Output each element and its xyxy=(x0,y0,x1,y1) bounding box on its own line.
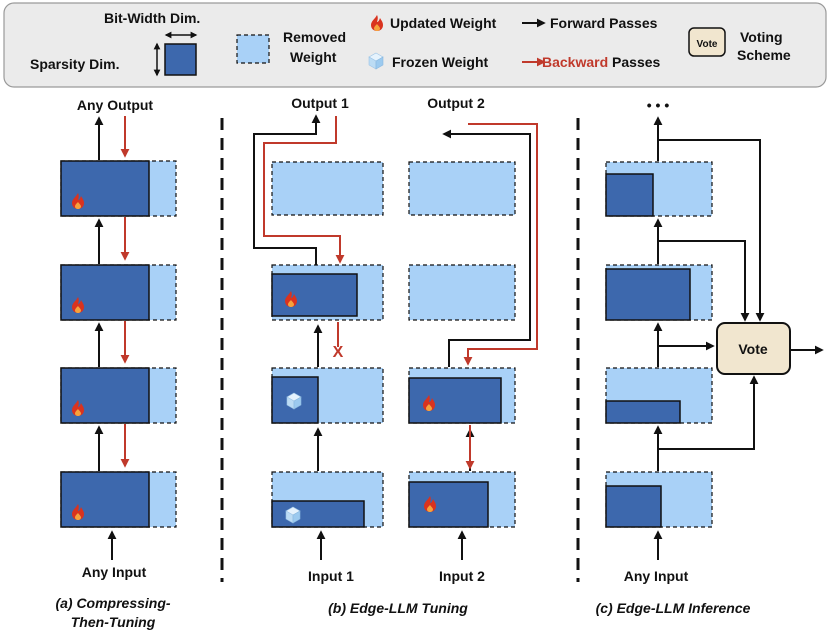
layer-block xyxy=(271,264,384,321)
panel-a-caption-2: Then-Tuning xyxy=(71,614,156,630)
layer-block xyxy=(60,264,177,321)
layer-block xyxy=(605,161,713,217)
skip-forward-path xyxy=(442,129,531,367)
legend-weight-block xyxy=(164,43,197,76)
legend-vote-box-label: Vote xyxy=(697,39,718,50)
legend-sparsity-label: Sparsity Dim. xyxy=(30,56,119,72)
layer-block xyxy=(60,367,177,424)
legend-forward-label: Forward Passes xyxy=(550,15,658,31)
weight-block xyxy=(605,268,691,321)
legend-removed-weight-swatch xyxy=(236,34,270,64)
panel-b-input2-label: Input 2 xyxy=(439,568,485,584)
legend-frozen-label: Frozen Weight xyxy=(392,54,489,70)
legend-removed-label-1: Removed xyxy=(283,29,346,45)
updated-weight-block xyxy=(408,481,489,528)
vote-box xyxy=(716,322,791,375)
legend-backward-label: Backward Passes xyxy=(542,54,661,70)
removed-layer-block xyxy=(271,161,384,216)
layer-block xyxy=(60,471,177,528)
weight-block xyxy=(605,173,654,217)
updated-weight-block xyxy=(408,377,502,424)
panel-a-input-label: Any Input xyxy=(82,564,147,580)
layer-block xyxy=(60,160,177,217)
panel-b-caption: (b) Edge-LLM Tuning xyxy=(328,600,468,616)
weight-block xyxy=(605,400,681,424)
legend-voting-label-2: Scheme xyxy=(737,47,791,63)
panel-c: • • • Vote Any Input ( xyxy=(596,97,824,616)
layer-block xyxy=(408,471,516,528)
layer-block xyxy=(271,471,384,528)
panel-c-output-label: • • • xyxy=(647,97,670,113)
legend-vote-box xyxy=(688,27,726,57)
backward-path xyxy=(463,123,538,366)
layer-block xyxy=(605,471,713,528)
panel-b-input1-label: Input 1 xyxy=(308,568,354,584)
vote-input-path xyxy=(658,139,765,322)
legend-background xyxy=(3,2,827,88)
layer-block xyxy=(605,264,713,321)
panel-a: Any Output Any Input xyxy=(55,97,177,630)
removed-layer-block xyxy=(408,264,516,321)
panel-b-output1-label: Output 1 xyxy=(291,95,349,111)
legend-updated-label: Updated Weight xyxy=(390,15,497,31)
panel-a-output-label: Any Output xyxy=(77,97,154,113)
layer-block xyxy=(271,367,384,424)
legend-voting-label-1: Voting xyxy=(740,29,783,45)
removed-layer-block xyxy=(408,161,516,216)
layer-block xyxy=(605,367,713,424)
legend-backward-word: Backward xyxy=(542,54,608,70)
panel-b: Output 1 Output 2 xyxy=(253,95,538,616)
panel-c-caption: (c) Edge-LLM Inference xyxy=(596,600,751,616)
weight-block xyxy=(605,485,662,528)
panel-a-caption-1: (a) Compressing- xyxy=(55,595,170,611)
skip-forward-path xyxy=(253,114,321,265)
panel-c-input-label: Any Input xyxy=(624,568,689,584)
legend-removed-label-2: Weight xyxy=(290,49,337,65)
legend: Bit-Width Dim. Sparsity Dim. Removed Wei… xyxy=(3,2,827,88)
updated-weight-block xyxy=(271,273,358,317)
legend-bitwidth-label: Bit-Width Dim. xyxy=(104,10,200,26)
layer-block xyxy=(408,367,516,424)
vote-box-label: Vote xyxy=(738,341,768,357)
vote-input-path xyxy=(658,375,759,450)
legend-passes-word: Passes xyxy=(608,54,660,70)
stop-mark: X xyxy=(333,344,344,361)
vote-input-path xyxy=(658,240,750,322)
panel-b-output2-label: Output 2 xyxy=(427,95,485,111)
backward-path xyxy=(263,116,345,264)
